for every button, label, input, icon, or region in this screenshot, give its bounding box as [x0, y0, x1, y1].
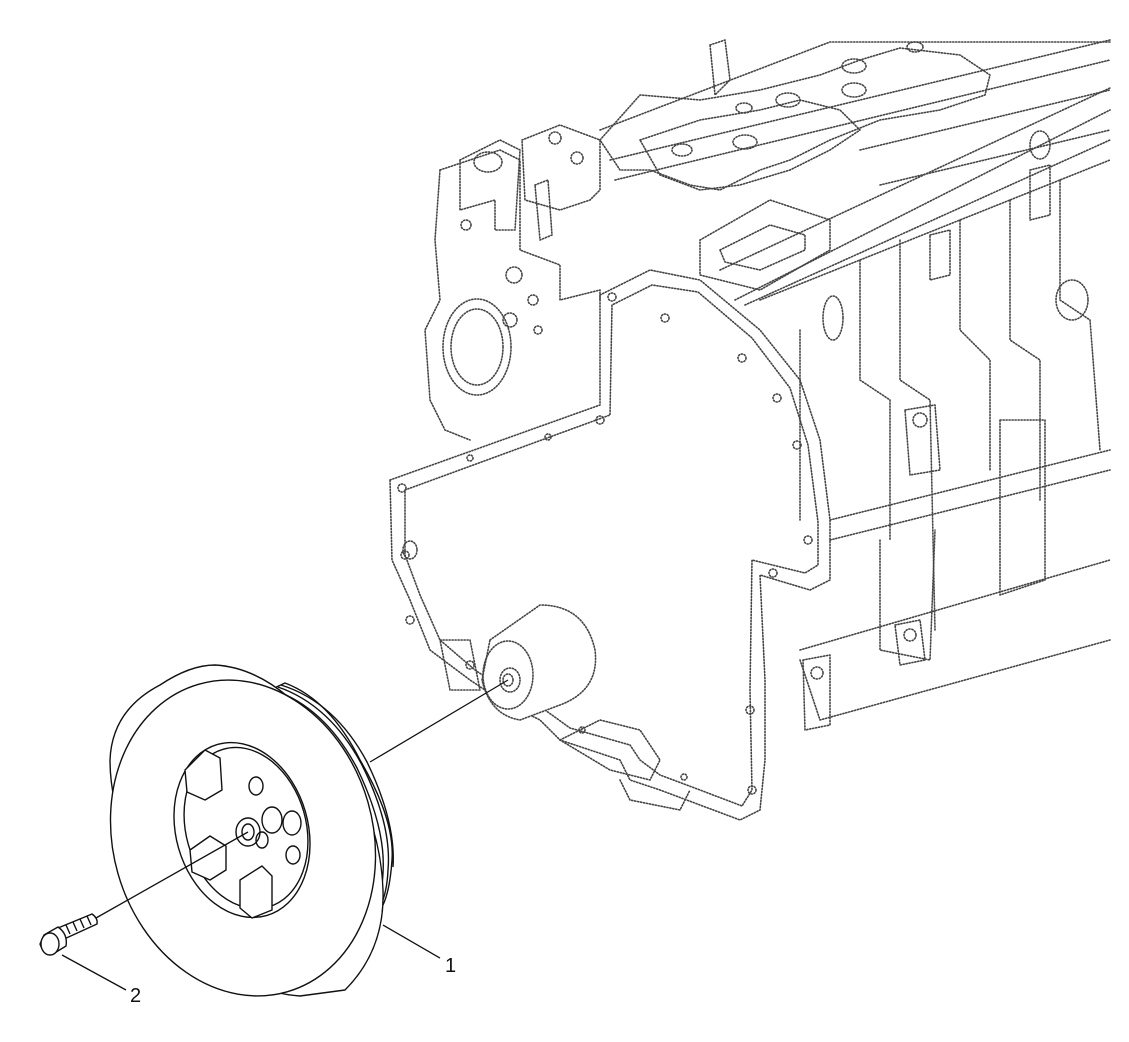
callout-2: 2 [130, 985, 141, 1007]
callout-leaders [61, 924, 441, 991]
flange-bolt-part-2 [39, 913, 98, 956]
engine-block [389, 39, 1111, 821]
bolt-axis-line [95, 831, 249, 919]
crank-axis-line [369, 679, 509, 763]
crankshaft-nose [481, 604, 597, 721]
assembly-axis-lines [95, 679, 509, 919]
damper-pulley-part-1 [109, 664, 394, 997]
leader-line-1 [382, 924, 441, 959]
callout-1: 1 [445, 955, 456, 977]
leader-line-2 [61, 954, 127, 991]
